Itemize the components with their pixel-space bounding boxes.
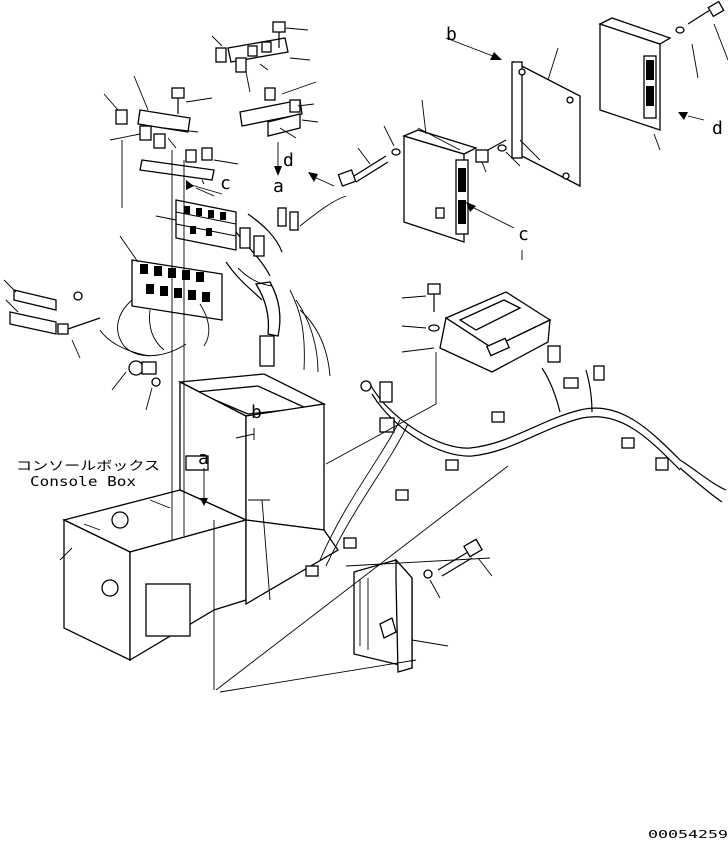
- controller-bracket: [511, 47, 581, 188]
- reference-letter-b-top: b: [446, 24, 457, 45]
- ecu-unit: [439, 291, 552, 373]
- controller-unit-left: [402, 99, 478, 243]
- bolt-lower: [423, 538, 493, 599]
- wiring-harness-right: [305, 345, 727, 577]
- drawing-number: 00054259: [648, 828, 728, 841]
- grommet-bolt: [111, 360, 161, 411]
- bolt-left: [57, 291, 101, 359]
- bolt-top-center: [272, 21, 311, 61]
- clamp-left: [3, 279, 57, 335]
- relay-cluster: [99, 235, 223, 357]
- assembly-reference-lines: [121, 37, 705, 693]
- reference-letter-b-console: b: [251, 402, 262, 423]
- lower-cover: [353, 558, 449, 673]
- caption-japanese: コンソールボックス: [16, 458, 160, 473]
- reference-letter-c-left: c: [220, 173, 231, 194]
- bolt-top-right: [675, 0, 728, 79]
- relay-bracket-right: [239, 81, 319, 139]
- relay-bracket-left: [103, 75, 239, 181]
- reference-letter-d-right: d: [712, 118, 723, 139]
- console-box: [59, 373, 339, 662]
- relay-bracket-upper: [211, 35, 289, 93]
- bolt-ecu: [401, 283, 441, 353]
- reference-letter-a-upper: a: [273, 176, 284, 197]
- reference-letter-a-console: a: [198, 448, 209, 469]
- caption-english: Console Box: [30, 475, 136, 490]
- reference-letter-d-upper: d: [283, 150, 294, 171]
- wire-harness-bundle: [225, 195, 347, 377]
- controller-unit-right: [598, 17, 672, 151]
- bolt-top-left: [171, 87, 213, 114]
- reference-letter-c-right: c: [518, 224, 529, 245]
- bolt-bracket: [475, 139, 521, 173]
- bolt-controller: [337, 125, 401, 187]
- fuse-block-assembly: [155, 187, 237, 251]
